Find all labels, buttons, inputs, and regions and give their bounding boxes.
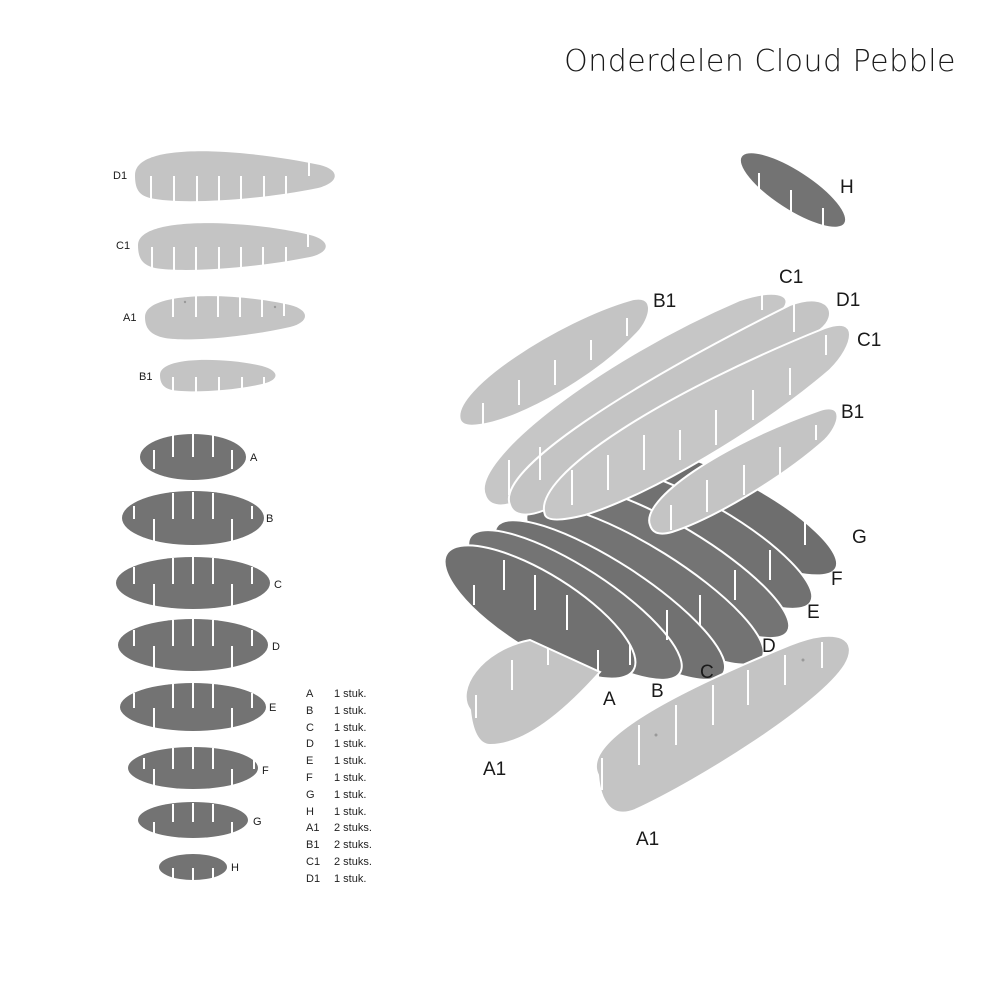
exploded-part-a1-right xyxy=(595,634,851,814)
label-exp-a: A xyxy=(603,689,616,710)
label-d: D xyxy=(272,641,280,653)
exploded-part-b1-top xyxy=(458,297,650,427)
parts-list-row: C 1 stuk. xyxy=(306,720,372,737)
parts-list-row: F 1 stuk. xyxy=(306,770,372,787)
part-code: G xyxy=(306,788,315,801)
part-code: H xyxy=(306,805,314,818)
exploded-part-a1-left xyxy=(464,638,602,747)
flat-part-c: C xyxy=(116,557,282,609)
flat-part-d: D xyxy=(118,619,280,671)
parts-list-row: G 1 stuk. xyxy=(306,787,372,804)
part-qty: 2 stuks. xyxy=(334,839,372,852)
label-exp-c1-mid: C1 xyxy=(857,330,881,351)
exploded-labels: B1 C1 D1 C1 B1 G F E D C B A A1 A1 xyxy=(483,267,881,850)
parts-list: A 1 stuk. B 1 stuk. C 1 stuk. D 1 stuk. E 1 s… xyxy=(306,686,372,888)
part-qty: 1 stuk. xyxy=(334,771,367,784)
part-code: B xyxy=(306,704,314,717)
label-exp-h: H xyxy=(840,177,854,198)
part-qty: 2 stuks. xyxy=(334,855,372,868)
label-exp-f: F xyxy=(831,569,843,590)
part-qty: 1 stuk. xyxy=(334,688,367,700)
flat-part-h: H xyxy=(159,854,239,881)
part-qty: 2 stuks. xyxy=(334,822,372,835)
label-exp-d: D xyxy=(762,636,776,657)
part-code: D1 xyxy=(306,872,321,885)
label-exp-c1-top: C1 xyxy=(779,267,803,288)
label-exp-b1-mid: B1 xyxy=(841,402,864,423)
part-qty: 1 stuk. xyxy=(334,704,367,717)
label-c1: C1 xyxy=(116,240,130,252)
flat-part-b1: B1 xyxy=(139,359,276,392)
flat-part-c1: C1 xyxy=(116,223,326,272)
label-exp-a1-left: A1 xyxy=(483,759,506,780)
part-code: C1 xyxy=(306,855,321,868)
label-exp-e: E xyxy=(807,602,820,623)
part-code: A1 xyxy=(306,822,320,835)
parts-list-row: A1 2 stuks. xyxy=(306,820,372,837)
part-code: C xyxy=(306,721,314,734)
parts-list-row: H 1 stuk. xyxy=(306,804,372,821)
label-exp-b1-top: B1 xyxy=(653,291,676,312)
flat-part-e: E xyxy=(120,683,276,731)
parts-list-row: A 1 stuk. xyxy=(306,686,372,703)
flat-part-b: B xyxy=(122,491,273,545)
exploded-part-c1-mid xyxy=(508,323,851,521)
flat-part-d1: D1 xyxy=(113,151,335,202)
label-exp-a1-right: A1 xyxy=(636,829,659,850)
label-exp-b: B xyxy=(651,681,664,702)
label-e: E xyxy=(269,702,276,714)
exploded-part-b1-mid xyxy=(648,407,839,535)
part-code: D xyxy=(306,738,314,751)
flat-part-a: A xyxy=(140,433,258,480)
label-exp-g: G xyxy=(852,527,867,548)
parts-list-row: B 1 stuk. xyxy=(306,703,372,720)
part-qty: 1 stuk. xyxy=(334,738,367,751)
exploded-dark-stack xyxy=(443,447,839,681)
label-g: G xyxy=(253,816,262,828)
flat-part-a1: A1 xyxy=(123,294,305,340)
parts-list-row: B1 2 stuks. xyxy=(306,837,372,854)
part-code: A xyxy=(306,688,314,700)
part-code: E xyxy=(306,755,314,768)
part-qty: 1 stuk. xyxy=(334,872,367,885)
label-exp-c: C xyxy=(700,662,714,683)
parts-list-row: D1 1 stuk. xyxy=(306,871,372,888)
label-h: H xyxy=(231,862,239,874)
parts-list-row: C1 2 stuks. xyxy=(306,854,372,871)
part-code: B1 xyxy=(306,839,320,852)
label-b1: B1 xyxy=(139,371,152,383)
label-f: F xyxy=(262,765,269,777)
exploded-part-h: H xyxy=(738,151,854,229)
part-qty: 1 stuk. xyxy=(334,788,367,801)
parts-list-row: D 1 stuk. xyxy=(306,736,372,753)
part-qty: 1 stuk. xyxy=(334,721,367,734)
part-qty: 1 stuk. xyxy=(334,805,367,818)
flat-part-g: G xyxy=(138,802,262,838)
label-exp-d1: D1 xyxy=(836,290,860,311)
label-b: B xyxy=(266,513,273,525)
flat-part-f: F xyxy=(128,747,269,789)
part-code: F xyxy=(306,771,313,784)
page-title: Onderdelen Cloud Pebble xyxy=(564,44,956,79)
label-a: A xyxy=(250,452,258,464)
part-qty: 1 stuk. xyxy=(334,755,367,768)
label-c: C xyxy=(274,579,282,591)
label-a1: A1 xyxy=(123,312,136,324)
parts-list-row: E 1 stuk. xyxy=(306,753,372,770)
label-d1: D1 xyxy=(113,170,127,182)
